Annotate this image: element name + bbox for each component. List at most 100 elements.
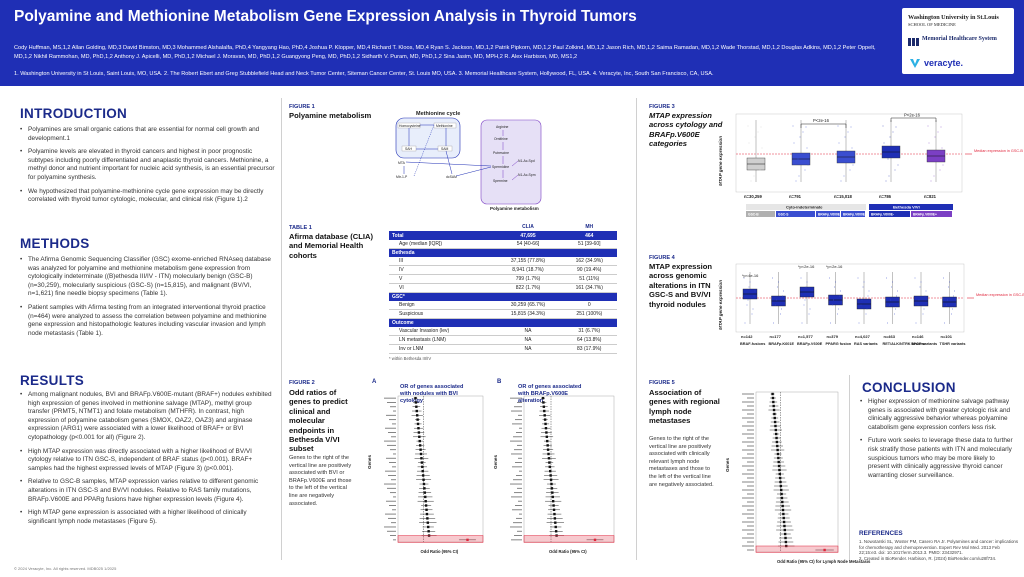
legend-label: Median expression in GSC-B (976, 293, 1024, 297)
odds-ratio-point (550, 482, 553, 486)
jitter-point (897, 290, 898, 292)
table-cell: 0 (561, 300, 617, 310)
jitter-point (890, 153, 892, 155)
table-cell: LN metastasis (LNM) (389, 335, 495, 345)
jitter-point (838, 142, 840, 144)
node-spermine: Spermine (493, 179, 508, 183)
wustl-logo-sub: SCHOOL OF MEDICINE (908, 22, 956, 27)
odds-ratio-point (549, 478, 553, 481)
table-cell: 15,815 (34.3%) (494, 309, 562, 319)
odds-ratio-point (416, 418, 419, 421)
table-cell (561, 248, 617, 257)
odds-ratio-point (425, 508, 428, 511)
conclusion-title: CONCLUSION (862, 380, 956, 395)
odds-ratio-point (783, 524, 786, 528)
jitter-point (834, 286, 835, 288)
jitter-point (889, 136, 891, 138)
conclusion-bullet: Future work seeks to leverage these data… (860, 437, 1016, 480)
header-banner: Polyamine and Methionine Metabolism Gene… (0, 0, 1024, 86)
references-title: REFERENCES (859, 530, 903, 537)
jitter-point (775, 304, 776, 306)
y-axis-label: Genes (725, 458, 730, 472)
memorial-logo-icon (908, 38, 919, 46)
jitter-point (941, 147, 943, 149)
jitter-point (744, 322, 746, 324)
odds-ratio-point (546, 439, 549, 443)
odds-ratio-point (417, 427, 420, 430)
jitter-point (934, 136, 936, 138)
jitter-point (928, 142, 930, 144)
odds-ratio-point (554, 530, 558, 533)
table-cell: 47,695 (494, 231, 562, 240)
table-cell: VI (389, 283, 495, 293)
introduction-title: INTRODUCTION (20, 106, 128, 121)
significance-bracket (800, 123, 847, 128)
category-label: BRAFp.V600E+ (843, 213, 867, 217)
odds-ratio-point (772, 400, 775, 404)
node-putrescine: Putrescine (493, 151, 509, 155)
jitter-point (803, 304, 805, 306)
figure5-forest-plot: Odd Ratio (95% CI) for Lymph Node Metast… (725, 391, 871, 564)
figure2-panel-a-title: OR of genes associated with nodules with… (400, 384, 464, 404)
jitter-point (888, 175, 890, 177)
pvalue-label: *p<4e-16 (742, 273, 759, 278)
highlight-band (523, 535, 615, 543)
jitter-point (746, 304, 748, 306)
arrow (455, 166, 492, 177)
jitter-point (752, 308, 754, 310)
jitter-point (802, 131, 804, 133)
odds-ratio-point (544, 422, 547, 426)
table-row: Outcome (389, 318, 617, 327)
pathway-title: Polyamine metabolism (490, 206, 539, 211)
category-label: BRAF-fusions (740, 342, 765, 346)
odds-ratio-point (542, 405, 546, 408)
jitter-point (773, 322, 774, 324)
table1-title: Afirma database (CLIA) and Memorial Heal… (289, 232, 373, 260)
jitter-point (800, 153, 802, 155)
references-list: 1. Nowotarski SL, Woster PM, Casero RA J… (859, 539, 1019, 561)
jitter-point (930, 180, 932, 182)
count-label: n=791 (789, 194, 802, 199)
table-row: GSC* (389, 292, 617, 301)
node-n1-ac-spm: N1-Ac-Spm (518, 173, 536, 177)
jitter-point (894, 169, 896, 171)
figure5-description: Genes to the right of the vertical line … (649, 436, 714, 488)
odds-ratio-point (780, 496, 784, 500)
table-header: CLIA (522, 224, 534, 231)
count-label: n=142 (741, 334, 753, 339)
jitter-point (806, 281, 808, 283)
memorial-logo: Memorial Healthcare System (922, 36, 997, 42)
odds-ratio-point (418, 444, 422, 447)
figure4-boxplot: n=142BRAF-fusionsn=177BRAFp.K601En=1,577… (718, 263, 1024, 346)
count-label: n=786 (879, 194, 892, 199)
results-list: Among malignant nodules, BVI and BRAFp.V… (20, 391, 275, 531)
plot-frame (397, 395, 484, 543)
arrow (511, 160, 519, 167)
jitter-point (805, 126, 807, 128)
jitter-point (915, 322, 917, 324)
jitter-point (923, 308, 925, 310)
jitter-point (953, 295, 954, 297)
category-label: RAS variants (854, 342, 878, 346)
arrow (445, 150, 453, 175)
results-bullet: Relative to GSC-B samples, MTAP expressi… (20, 478, 275, 504)
jitter-point (782, 295, 783, 297)
jitter-point (887, 158, 889, 160)
table-cell: 251 (100%) (561, 309, 617, 319)
significance-bracket (890, 117, 937, 122)
count-label: n=821 (924, 194, 937, 199)
figure1-title: Polyamine metabolism (289, 111, 372, 120)
jitter-point (843, 175, 845, 177)
count-label: n=101 (941, 334, 953, 339)
odds-ratio-point (775, 436, 778, 440)
veracyte-logo: veracyte. (924, 58, 964, 68)
odds-ratio-point (782, 520, 786, 524)
arrow (511, 174, 519, 181)
results-title: RESULTS (20, 373, 85, 388)
jitter-point (743, 277, 745, 279)
odds-ratio-point (419, 452, 423, 456)
